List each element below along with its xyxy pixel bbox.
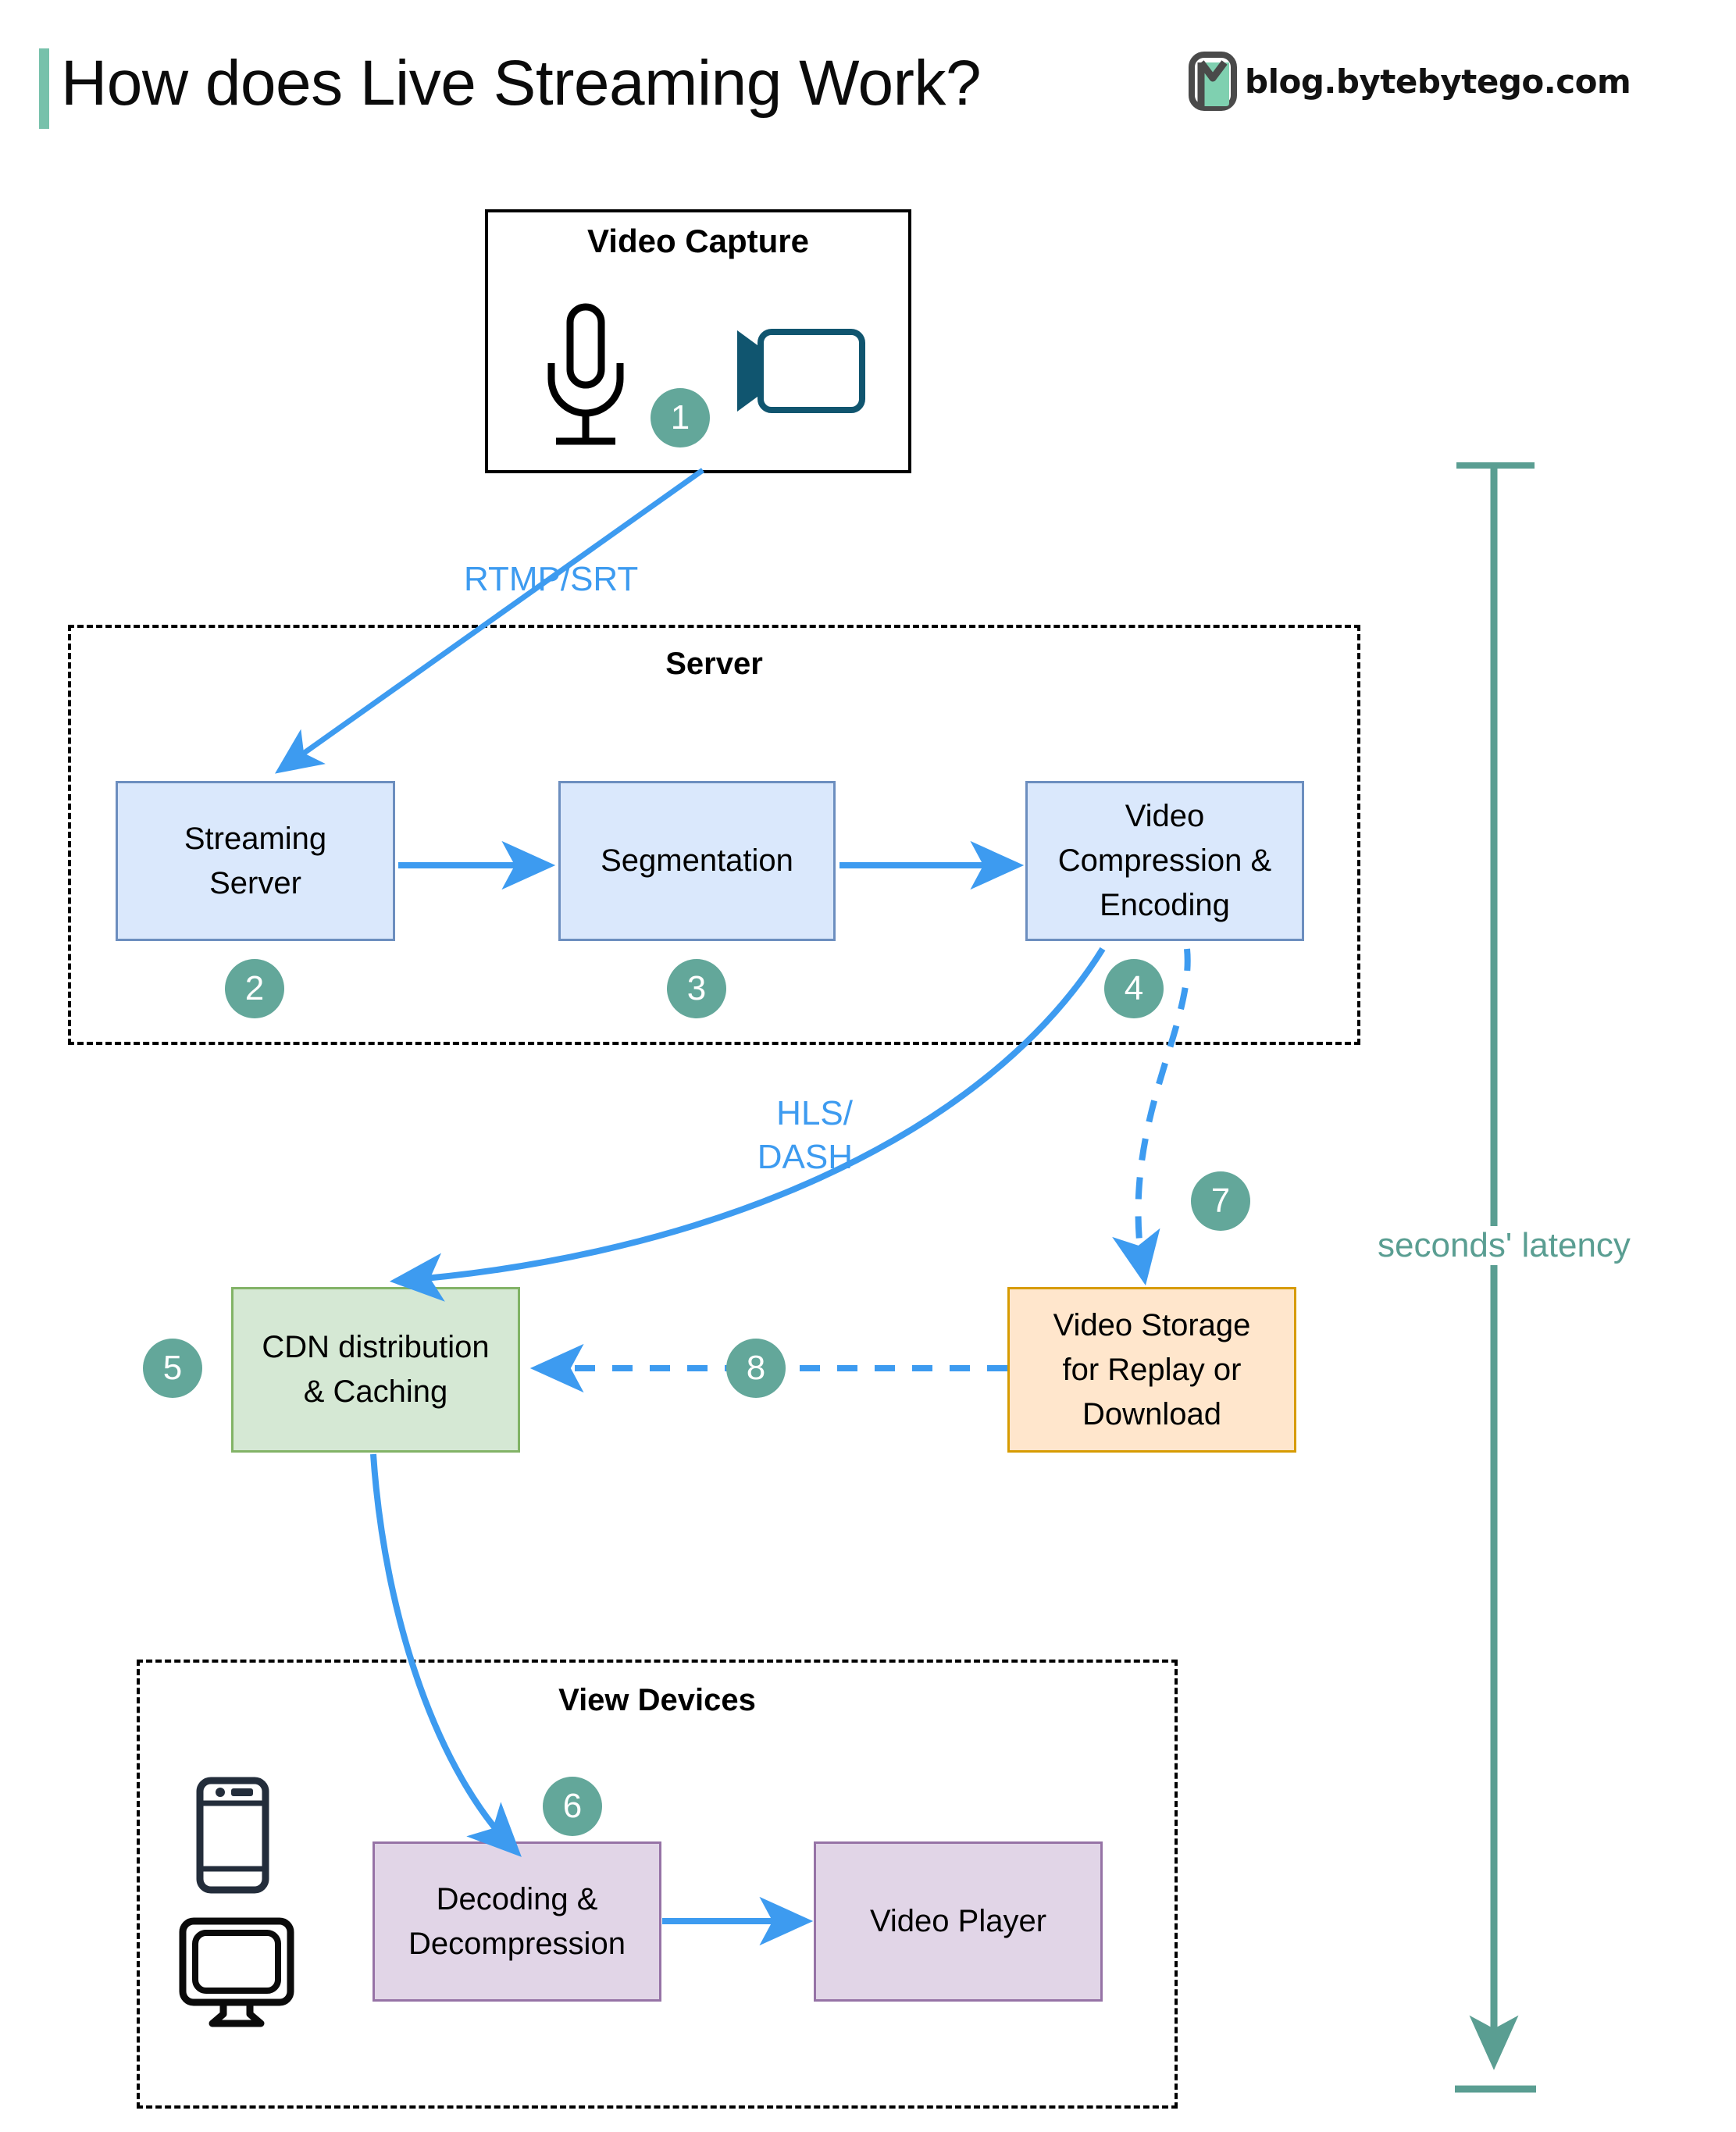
step-badge-5: 5 <box>143 1339 202 1398</box>
step-badge-4: 4 <box>1104 959 1164 1018</box>
bytebytego-logo-icon <box>1189 52 1237 111</box>
server-group-title: Server <box>665 647 763 681</box>
node-cdn-distribution[interactable]: CDN distribution & Caching <box>231 1287 520 1453</box>
view-devices-title: View Devices <box>558 1683 756 1717</box>
step-badge-6: 6 <box>543 1777 602 1836</box>
node-video-storage[interactable]: Video Storage for Replay or Download <box>1007 1287 1296 1453</box>
latency-label: seconds' latency <box>1373 1226 1635 1265</box>
brand-text: blog.bytebytego.com <box>1245 62 1631 101</box>
node-streaming-server[interactable]: Streaming Server <box>116 781 395 941</box>
node-video-compression[interactable]: Video Compression & Encoding <box>1025 781 1304 941</box>
step-badge-1: 1 <box>651 388 710 447</box>
video-capture-title: Video Capture <box>587 223 809 259</box>
page-title: How does Live Streaming Work? <box>61 48 982 119</box>
edge-label-rtmp: RTMP/SRT <box>464 560 639 598</box>
step-badge-3: 3 <box>667 959 726 1018</box>
view-devices-container <box>137 1660 1178 2109</box>
node-segmentation[interactable]: Segmentation <box>558 781 836 941</box>
step-badge-8: 8 <box>726 1339 786 1398</box>
title-accent-bar <box>39 48 49 129</box>
brand-watermark: blog.bytebytego.com <box>1189 52 1631 111</box>
step-badge-2: 2 <box>225 959 284 1018</box>
step-badge-7: 7 <box>1191 1171 1250 1231</box>
node-video-player[interactable]: Video Player <box>814 1841 1103 2002</box>
node-decoding-decompression[interactable]: Decoding & Decompression <box>373 1841 661 2002</box>
edge-label-hls-dash: HLS/ DASH <box>757 1094 853 1176</box>
